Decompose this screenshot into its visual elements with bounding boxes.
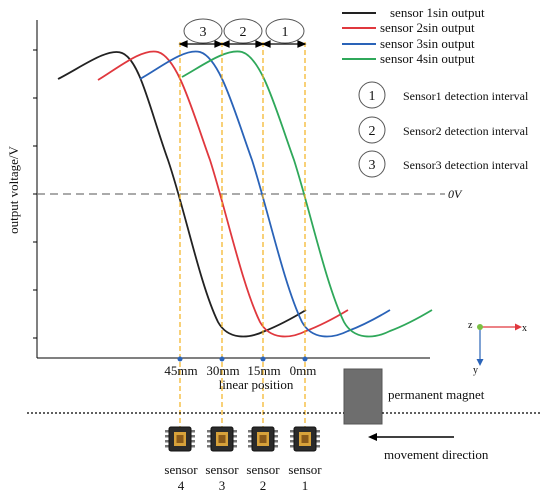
interval-badges: 3 2 1: [183, 18, 305, 44]
coord-z-label: z: [468, 320, 473, 331]
sensor4-name: sensor: [164, 462, 198, 477]
movement-arrow-head: [368, 433, 377, 441]
interval-3-badge: [183, 18, 223, 44]
zero-label: 0V: [448, 187, 463, 201]
coord-system: x y z: [468, 320, 527, 376]
interval-guides: [179, 42, 306, 440]
sensor3-curve: [139, 50, 391, 338]
coord-y-label: y: [473, 365, 478, 376]
coord-x-label: x: [522, 323, 527, 334]
sensor4-chip: [165, 426, 195, 452]
key-num-2: 2: [369, 124, 376, 139]
y-axis-label: output voltage/V: [6, 146, 21, 234]
key-circle-2: [358, 116, 386, 144]
key-label-1: Sensor1 detection interval: [403, 89, 529, 103]
interval-arrows: [178, 40, 307, 48]
movement-label: movement direction: [384, 447, 489, 462]
sensor-chips: [165, 426, 320, 452]
sensor2-num: 2: [260, 478, 267, 493]
interval-1-num: 1: [282, 25, 289, 40]
sensor4-curve: [181, 50, 433, 338]
interval-1-badge: [265, 18, 305, 44]
x-tick-45mm: 45mm: [164, 363, 197, 378]
interval-3-num: 3: [200, 25, 207, 40]
legend-label-sensor3: sensor 3sin output: [380, 36, 475, 51]
interval-2-num: 2: [240, 25, 247, 40]
sensor1-num: 1: [302, 478, 309, 493]
x-tick-0mm: 0mm: [290, 363, 317, 378]
interval-key: 1 Sensor1 detection interval 2 Sensor2 d…: [358, 81, 529, 178]
key-num-1: 1: [369, 89, 376, 104]
x-axis-label: linear position: [219, 377, 294, 392]
key-label-3: Sensor3 detection interval: [403, 158, 529, 172]
sensor2-chip: [248, 426, 278, 452]
legend-label-sensor1: sensor 1sin output: [390, 5, 485, 20]
interval-2-badge: [223, 18, 263, 44]
y-axis-ticks: [33, 49, 37, 339]
sensor2-name: sensor: [246, 462, 280, 477]
key-circle-1: [358, 81, 386, 109]
magnet-label: permanent magnet: [388, 387, 485, 402]
legend: sensor 1sin output sensor 2sin output se…: [342, 5, 485, 66]
legend-label-sensor2: sensor 2sin output: [380, 20, 475, 35]
sensor3-name: sensor: [205, 462, 239, 477]
x-tick-dots: [177, 356, 308, 362]
sensor1-curve: [57, 51, 307, 338]
sensor3-chip: [207, 426, 237, 452]
sensor3-num: 3: [219, 478, 226, 493]
key-num-3: 3: [369, 158, 376, 173]
legend-label-sensor4: sensor 4sin output: [380, 51, 475, 66]
x-tick-15mm: 15mm: [247, 363, 280, 378]
sensor4-num: 4: [178, 478, 185, 493]
sensor1-chip: [290, 426, 320, 452]
key-label-2: Sensor2 detection interval: [403, 124, 529, 138]
permanent-magnet: [343, 368, 383, 425]
x-tick-30mm: 30mm: [206, 363, 239, 378]
sensor2-curve: [97, 50, 349, 338]
sensor1-name: sensor: [288, 462, 322, 477]
key-circle-3: [358, 150, 386, 178]
